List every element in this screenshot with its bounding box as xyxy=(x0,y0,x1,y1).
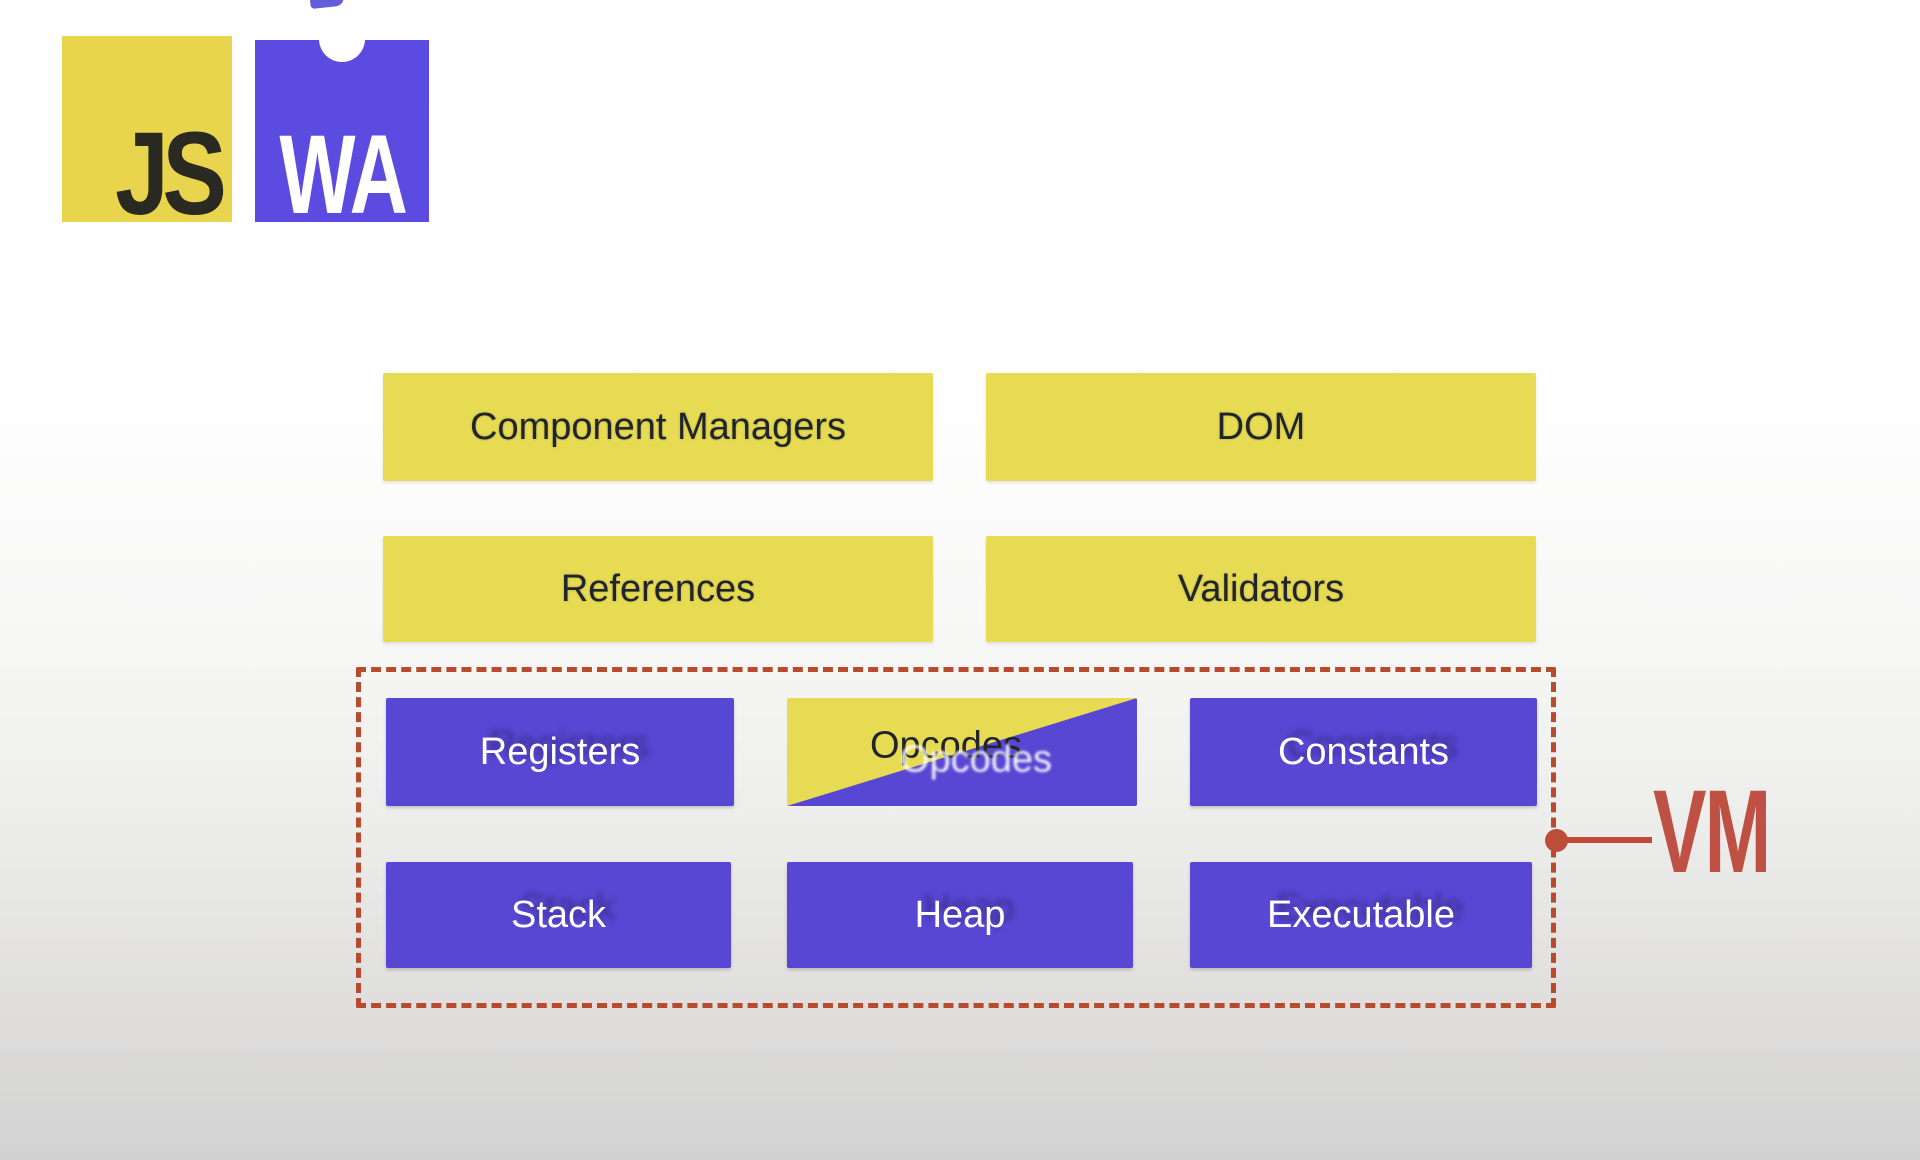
js-logo-text: JS xyxy=(114,107,227,240)
box-stack: Stack xyxy=(386,862,731,968)
box-dom: DOM xyxy=(986,373,1536,481)
webassembly-logo-notch xyxy=(319,16,365,62)
box-heap: Heap xyxy=(787,862,1133,968)
webassembly-logo-icon: WA xyxy=(255,16,429,237)
box-opcodes: Opcodes Opcodes xyxy=(787,698,1137,806)
javascript-logo-icon: JS xyxy=(62,36,232,240)
vm-connector-line xyxy=(1556,837,1652,843)
box-label: Component Managers xyxy=(470,405,846,448)
box-label: Executable xyxy=(1266,893,1455,936)
vm-group-label: VM xyxy=(1653,766,1771,898)
opcodes-label-white: Opcodes xyxy=(899,738,1053,781)
box-label: Stack xyxy=(510,893,607,936)
box-registers: Registers xyxy=(386,698,734,806)
box-references: References xyxy=(383,536,933,642)
box-label: References xyxy=(560,567,756,610)
box-label: Heap xyxy=(914,893,1006,936)
opcodes-label-dark: Opcodes xyxy=(869,724,1023,767)
box-label: Constants xyxy=(1277,730,1450,773)
puzzle-fragment xyxy=(310,0,345,9)
box-executable: Executable xyxy=(1190,862,1532,968)
wa-logo-text: WA xyxy=(279,111,407,237)
box-validators: Validators xyxy=(986,536,1536,642)
box-label: DOM xyxy=(1216,405,1306,448)
box-label: Registers xyxy=(479,730,641,773)
box-constants: Constants xyxy=(1190,698,1537,806)
box-label: Validators xyxy=(1177,567,1345,610)
box-component-managers: Component Managers xyxy=(383,373,933,481)
